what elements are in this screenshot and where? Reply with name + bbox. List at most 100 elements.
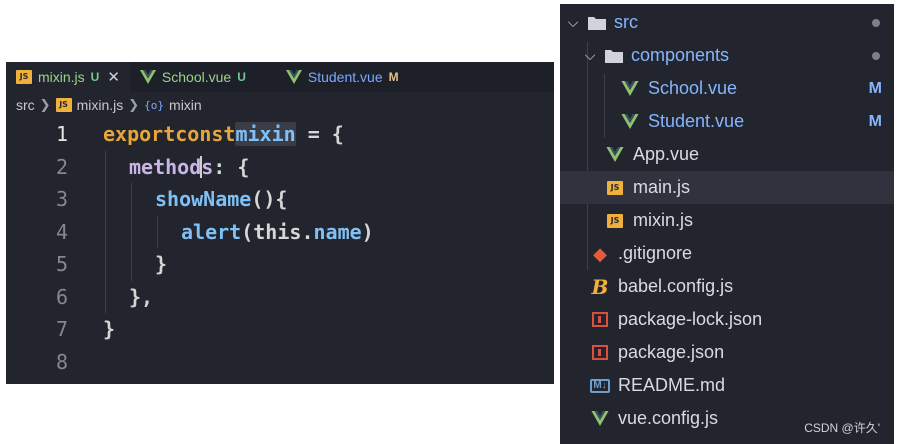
code-text: showName(){ [155,183,287,216]
variable-symbol-icon: {o} [144,98,165,112]
punctuation: : { [213,154,250,179]
function-name: alert [181,219,242,244]
code-text: }, [129,281,153,314]
line-number: 7 [55,317,68,342]
code-line: 2 methods: { [6,150,554,184]
line-number: 6 [55,284,68,309]
tree-indent-guide [604,74,605,138]
untracked-status: U [90,70,100,84]
breadcrumb-folder[interactable]: src [16,97,35,113]
tree-item-school-vue[interactable]: School.vue M [560,72,894,105]
indent-guide [157,215,158,248]
keyword: const [175,122,236,147]
indent-guide [131,248,132,281]
tree-item-label: .gitignore [618,243,693,263]
chevron-down-icon: ⌵ [567,14,579,30]
text-cursor [200,155,202,178]
punctuation: = { [295,122,344,147]
indent-guide [105,150,106,183]
indent-guide [105,248,106,281]
modified-status: M [388,70,399,84]
breadcrumb-symbol[interactable]: mixin [169,97,202,113]
tree-item-components[interactable]: ⌵ components [560,39,894,72]
tab-label: Student.vue [307,69,383,85]
vue-file-icon [285,70,302,84]
tab-mixin-js[interactable]: JS mixin.js U ✕ [6,62,130,92]
js-badge: JS [607,180,623,195]
punctuation: }, [129,284,154,309]
tree-item-app-vue[interactable]: App.vue [560,138,894,171]
vue-file-icon [620,81,640,96]
indent-guide [105,215,106,248]
babel-icon: B [591,274,609,299]
punctuation: ) [361,219,374,244]
vue-file-icon [139,70,156,84]
code-text: export const mixin = { [103,118,344,151]
md-badge: M↓ [590,378,610,393]
breadcrumb-file[interactable]: mixin.js [76,97,124,113]
tree-item-vue-config[interactable]: vue.config.js [560,402,894,435]
line-number: 8 [55,349,68,374]
modified-status: M [868,112,882,130]
vue-file-icon [620,114,640,129]
tree-item-package-json[interactable]: package.json [560,336,894,369]
tree-item-label: README.md [618,375,726,395]
file-explorer: ⌵ src ⌵ components School.vue M Student.… [560,4,894,444]
tab-label: School.vue [161,69,232,85]
code-text: alert(this.name) [181,216,374,249]
tab-student-vue[interactable]: Student.vue M [276,62,409,92]
js-file-icon: JS [55,98,72,112]
chevron-right-icon: ❯ [128,97,140,112]
modified-dot [872,51,880,60]
watermark: CSDN @许久' [804,421,880,435]
line-number: 3 [55,187,68,212]
tab-school-vue[interactable]: School.vue U [130,62,256,92]
tab-label: mixin.js [38,69,85,85]
tree-item-package-lock[interactable]: package-lock.json [560,303,894,336]
tree-item-src[interactable]: ⌵ src [560,6,894,39]
code-text: methods: { [129,151,249,184]
close-tab-icon[interactable]: ✕ [107,69,120,86]
code-area[interactable]: 1 export const mixin = { 2 methods: { 3 … [6,118,554,378]
tree-item-main-js[interactable]: JS main.js [560,171,894,204]
js-file-icon: JS [605,213,625,228]
tree-item-mixin-js[interactable]: JS mixin.js [560,204,894,237]
code-line: 3 showName(){ [6,183,554,216]
tree-item-gitignore[interactable]: ◆ .gitignore [560,237,894,270]
markdown-icon: M↓ [590,378,610,393]
line-number: 5 [55,252,68,277]
line-number: 2 [55,154,68,179]
js-file-icon: JS [605,180,625,195]
modified-status: M [868,79,882,97]
modified-dot [872,18,880,27]
tree-item-label: mixin.js [633,210,694,230]
punctuation: (){ [251,187,288,212]
punctuation: } [155,252,168,277]
tree-item-label: package-lock.json [618,309,763,329]
tree-item-student-vue[interactable]: Student.vue M [560,105,894,138]
tree-item-label: Student.vue [648,111,745,131]
tree-item-babel-config[interactable]: B babel.config.js [560,270,894,303]
tree-indent-guide [587,42,588,270]
code-line: 5 } [6,248,554,281]
tree-item-label: src [614,12,638,32]
untracked-status: U [237,70,246,84]
folder-icon [588,16,606,30]
tree-item-label: App.vue [633,144,700,164]
keyword: export [103,122,176,147]
code-text: } [155,248,167,281]
property: methods [129,154,214,179]
indent-guide [131,215,132,248]
vue-file-icon [590,411,610,426]
code-editor: JS mixin.js U ✕ School.vue U Student.vue… [6,62,554,384]
chevron-down-icon: ⌵ [584,47,596,63]
punctuation: } [103,317,116,342]
tree-item-label: main.js [633,177,691,197]
punctuation: ( [241,219,254,244]
tree-item-readme[interactable]: M↓ README.md [560,369,894,402]
line-number: 1 [55,122,68,147]
code-text: } [103,313,115,346]
npm-icon [590,345,610,360]
function-name: showName [155,187,252,212]
indent-guide [105,183,106,216]
